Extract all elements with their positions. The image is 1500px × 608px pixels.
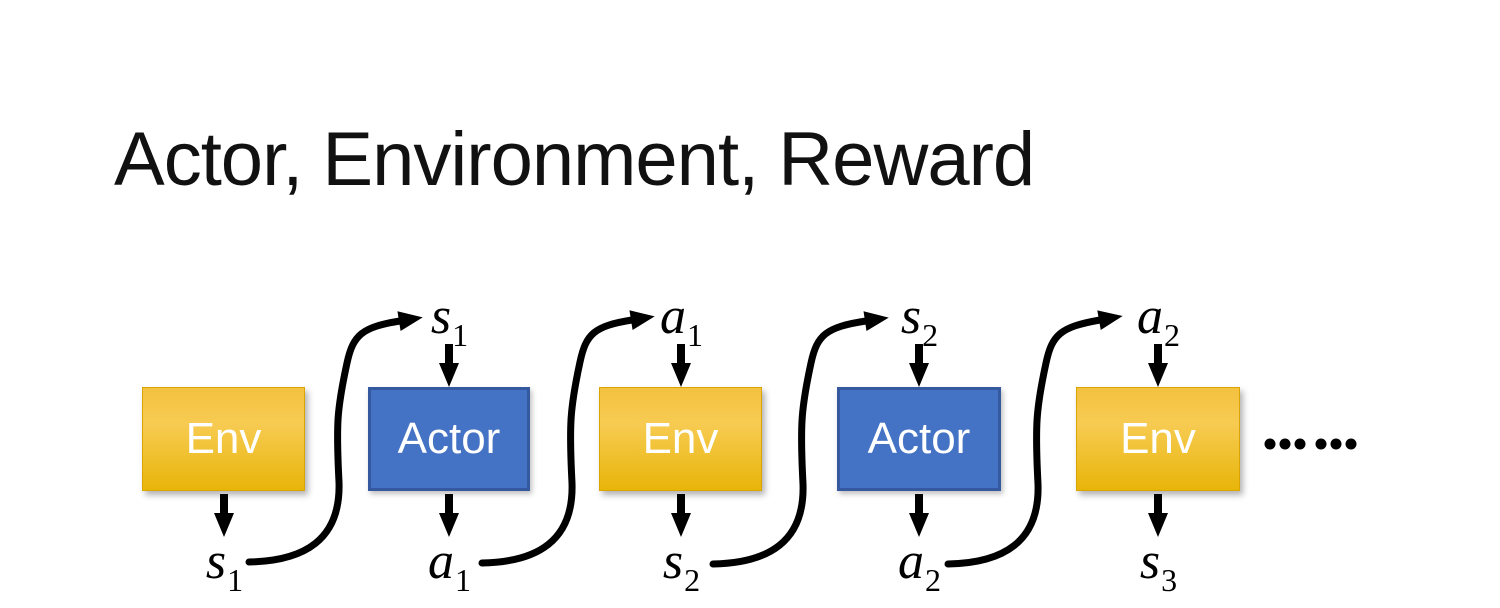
label-bottom-s1-base: s	[205, 533, 227, 590]
label-bottom-a1: a1	[428, 533, 471, 597]
env-box-2-label: Env	[642, 414, 719, 463]
label-bottom-s2: s2	[662, 533, 700, 597]
actor-box-2: Actor	[837, 387, 1001, 491]
ellipsis-dot	[1345, 438, 1357, 450]
ellipsis-dot	[1264, 438, 1276, 450]
label-top-a2-sub: 2	[1164, 317, 1180, 353]
slide-title: Actor, Environment, Reward	[114, 117, 1035, 202]
label-bottom-s2-sub: 2	[684, 562, 701, 598]
ellipsis-dot	[1315, 438, 1327, 450]
actor-box-1: Actor	[368, 387, 530, 491]
label-bottom-s1: s1	[205, 533, 243, 597]
env-box-1: Env	[142, 387, 305, 491]
label-top-a1-sub: 1	[687, 317, 703, 353]
env-box-1-label: Env	[185, 414, 262, 463]
continuation-ellipsis-text: ……	[0, 0, 1, 1]
label-top-a2: a2	[1137, 288, 1180, 352]
label-top-s1-sub: 1	[452, 317, 469, 353]
env-box-3-label: Env	[1120, 414, 1196, 463]
label-top-s2-base: s	[900, 288, 922, 345]
continuation-ellipsis	[1264, 438, 1357, 450]
label-bottom-a2: a2	[898, 533, 941, 597]
label-bottom-a1-sub: 1	[455, 562, 471, 598]
ellipsis-dot	[1279, 438, 1291, 450]
ellipsis-dot	[1330, 438, 1342, 450]
label-top-a1-base: a	[660, 288, 686, 345]
label-bottom-s3: s3	[1139, 533, 1177, 597]
label-bottom-a2-sub: 2	[925, 562, 941, 598]
actor-box-2-label: Actor	[867, 414, 971, 463]
label-bottom-s3-sub: 3	[1161, 562, 1178, 598]
label-top-a1: a1	[660, 288, 703, 352]
actor-box-1-label: Actor	[397, 414, 501, 463]
env-box-3: Env	[1076, 387, 1240, 491]
label-bottom-a2-base: a	[898, 533, 924, 590]
label-top-s2-sub: 2	[922, 317, 939, 353]
label-top-s1-base: s	[430, 288, 452, 345]
label-top-s2: s2	[900, 288, 938, 352]
ellipsis-dot	[1294, 438, 1306, 450]
label-bottom-s1-sub: 1	[227, 562, 244, 598]
label-bottom-s2-base: s	[662, 533, 684, 590]
label-bottom-s3-base: s	[1139, 533, 1161, 590]
label-top-a2-base: a	[1137, 288, 1163, 345]
label-bottom-a1-base: a	[428, 533, 454, 590]
env-box-2: Env	[599, 387, 762, 491]
label-top-s1: s1	[430, 288, 468, 352]
